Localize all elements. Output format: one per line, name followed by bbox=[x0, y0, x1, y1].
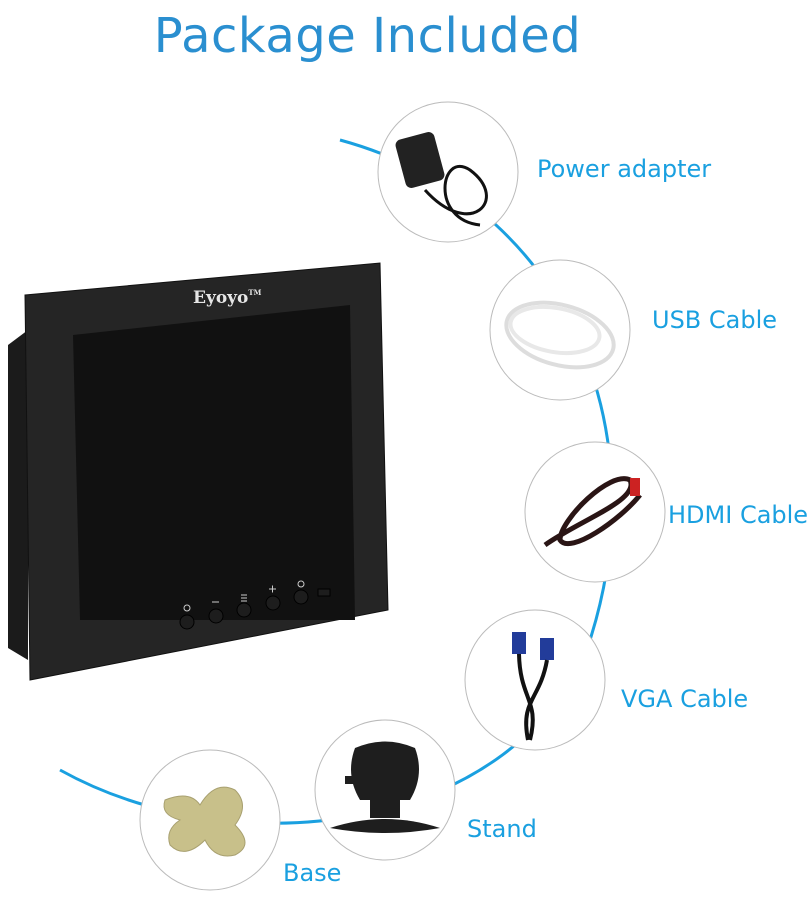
power-adapter-image bbox=[395, 132, 488, 227]
monitor bbox=[8, 262, 389, 681]
base-image bbox=[163, 786, 246, 857]
page-title: Package Included bbox=[153, 8, 582, 64]
front-buttons bbox=[179, 588, 331, 630]
hdmi-cable-circle bbox=[524, 441, 666, 583]
stand-image bbox=[330, 741, 440, 833]
label-usb-cable: USB Cable bbox=[652, 306, 778, 334]
label-vga-cable: VGA Cable bbox=[621, 685, 749, 713]
brand-logo: EyoyoTM bbox=[193, 288, 261, 308]
plus-button[interactable] bbox=[265, 595, 281, 611]
menu-button[interactable] bbox=[236, 602, 252, 618]
menu-icon bbox=[241, 594, 247, 602]
label-base: Base bbox=[283, 859, 342, 887]
label-power-adapter: Power adapter bbox=[537, 155, 712, 183]
minus-button[interactable] bbox=[208, 608, 224, 624]
circle-button[interactable] bbox=[179, 614, 195, 630]
trademark: TM bbox=[248, 288, 262, 297]
label-stand: Stand bbox=[467, 815, 537, 843]
vga-cable-image bbox=[512, 632, 554, 741]
label-hdmi-cable: HDMI Cable bbox=[668, 501, 809, 529]
circle-icon bbox=[183, 604, 191, 612]
usb-cable-image bbox=[504, 300, 616, 370]
hdmi-cable-image bbox=[543, 476, 642, 548]
vga-cable-circle bbox=[464, 609, 606, 751]
ir-sensor bbox=[317, 588, 331, 597]
brand-text: Eyoyo bbox=[193, 288, 249, 308]
power-button[interactable] bbox=[293, 589, 309, 605]
power-icon bbox=[297, 580, 305, 588]
plus-icon bbox=[269, 585, 276, 593]
